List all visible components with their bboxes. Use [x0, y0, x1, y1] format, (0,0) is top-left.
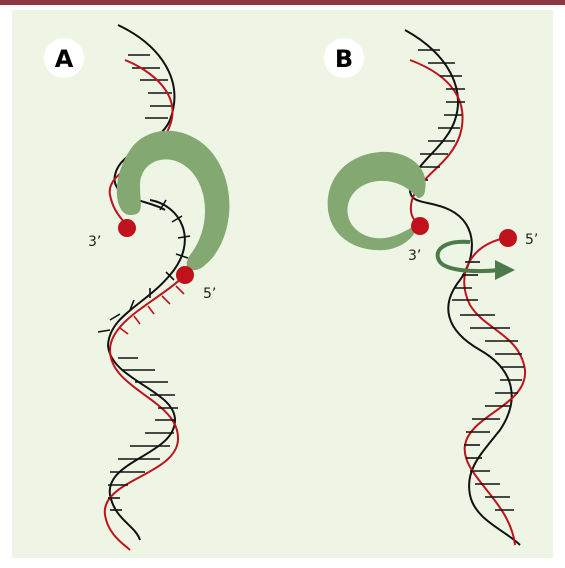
base-pairs-lower-b	[452, 261, 524, 511]
five-prime-dot-a	[176, 266, 194, 284]
panel-a: A	[44, 24, 230, 551]
enzyme-shape-b	[327, 151, 426, 251]
black-strand-upper-b	[404, 29, 459, 211]
red-ssdna-a	[109, 274, 186, 351]
five-prime-label-b: 5’	[525, 232, 538, 248]
base-pairs-upper-b	[412, 49, 465, 181]
badge-circle-a	[44, 38, 84, 78]
five-prime-dot-b	[499, 229, 517, 247]
rotation-arrow-head	[495, 260, 515, 280]
base-pairs-lower-a	[108, 357, 178, 511]
three-prime-dot-a	[118, 219, 136, 237]
red-strand-lower-b	[463, 237, 527, 546]
red-strand-lower-a	[103, 349, 180, 551]
red-ssdna-ticks-a	[119, 285, 185, 335]
five-prime-label-a: 5’	[203, 286, 216, 302]
enzyme-shape-a	[116, 130, 230, 271]
black-strand-lower-b	[447, 209, 521, 546]
black-strand-lower-a	[107, 344, 177, 541]
ssdna-ticks-a	[97, 199, 191, 333]
three-prime-label-b: 3’	[408, 248, 421, 264]
rotation-arrow-line	[435, 239, 501, 274]
top-border-bar	[0, 0, 565, 5]
badge-circle-b	[324, 38, 364, 78]
badge-a: A	[55, 45, 74, 73]
badge-b: B	[335, 45, 353, 73]
three-prime-label-a: 3’	[88, 234, 101, 250]
red-strand-upper-b	[409, 59, 464, 226]
panel-b: B	[324, 29, 538, 546]
three-prime-dot-b	[411, 217, 429, 235]
